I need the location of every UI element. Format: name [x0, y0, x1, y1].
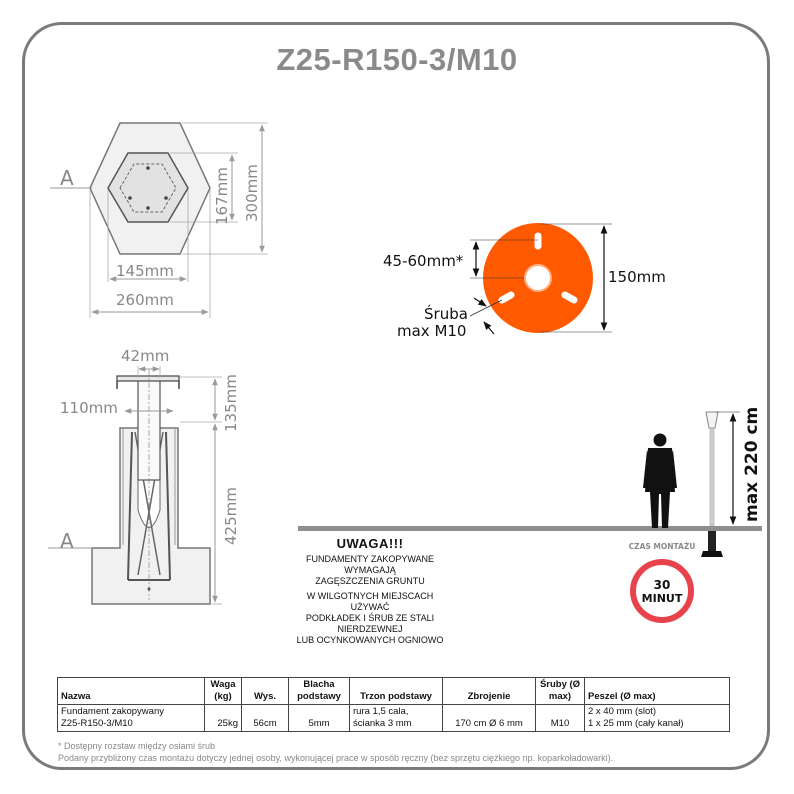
footnote: Podany przybliżony czas montażu dotyczy …: [58, 753, 614, 763]
dim-top-depth: 135mm: [222, 374, 240, 432]
col-header: Zbrojenie: [442, 677, 536, 705]
dim-tube-width: 42mm: [121, 347, 169, 365]
cell-shaft: rura 1,5 cala,ścianka 3 mm: [349, 704, 443, 732]
install-time-unit: MINUT: [642, 592, 683, 605]
cell-plate: 5mm: [288, 704, 350, 732]
warning-line: W WILGOTNYCH MIEJSCACH UŻYWAĆ: [306, 591, 434, 612]
page-frame: [22, 22, 770, 770]
dim-outer-width: 260mm: [116, 291, 174, 309]
footnote: * Dostępny rozstaw między osiami śrub: [58, 741, 216, 751]
inner-hexagon: [107, 152, 189, 223]
base-plate-detail: 45-60mm* 150mm Śruba max M10: [383, 223, 666, 340]
table-header-row: Nazwa Waga (kg) Wys. Blacha podstawy Trz…: [57, 677, 730, 705]
col-header: Nazwa: [57, 677, 205, 705]
dim-slot-spacing: 45-60mm*: [383, 252, 464, 270]
slot: [498, 291, 515, 304]
section-label: A: [60, 529, 74, 553]
col-header: Waga (kg): [204, 677, 242, 705]
col-header: Blacha podstawy: [288, 677, 350, 705]
warning-line: PODKŁADEK I ŚRUB ZE STALI NIERDZEWNEJ: [305, 613, 435, 634]
warning-title: UWAGA!!!: [336, 536, 404, 551]
bolt-label-line1: Śruba: [424, 304, 468, 323]
dim-total-depth: 425mm: [222, 487, 240, 545]
install-time-ring: [630, 559, 694, 623]
bolt-hole: [164, 196, 168, 200]
spec-table: Nazwa Waga (kg) Wys. Blacha podstawy Trz…: [57, 677, 730, 732]
plan-view: A 167mm 300mm 145mm 260mm: [50, 122, 268, 318]
lamp-head: [705, 411, 719, 429]
cell-height: 56cm: [241, 704, 289, 732]
base-plate-outline: [119, 163, 177, 213]
warning-line: FUNDAMENTY ZAKOPYWANE WYMAGAJĄ: [305, 554, 434, 575]
center-hole: [524, 264, 552, 292]
cell-bolts: M10: [535, 704, 585, 732]
install-time-value: 30: [654, 578, 671, 592]
cell-conduit: 2 x 40 mm (slot)1 x 25 mm (cały kanał): [584, 704, 730, 732]
lamp-foundation: [708, 531, 716, 551]
bolt-hole: [146, 206, 150, 210]
col-header: Wys.: [241, 677, 289, 705]
base-plate: [116, 375, 180, 382]
slot: [561, 291, 578, 304]
col-header: Śruby (Ø max): [535, 677, 585, 705]
lamp-pole: [709, 427, 715, 527]
bolt-hole: [128, 196, 132, 200]
cell-weight: 25kg: [204, 704, 242, 732]
installation-scene: max 220 cm CZAS MONTAŻU 30 MINUT: [298, 407, 762, 623]
dim-inner-height: 167mm: [213, 167, 231, 225]
dim-outer-height: 300mm: [243, 164, 261, 222]
person-silhouette: [643, 433, 677, 528]
ground-line: [298, 526, 762, 531]
warning-line: LUB OCYNKOWANYCH OGNIOWO: [296, 635, 444, 645]
product-title: Z25-R150-3/M10: [276, 42, 518, 77]
bolt-label-line2: max M10: [397, 322, 466, 340]
install-label: CZAS MONTAŻU: [629, 542, 696, 551]
bolt-hole: [146, 166, 150, 170]
dim-plate-diameter: 150mm: [608, 268, 666, 286]
dim-inner-width: 110mm: [60, 399, 118, 417]
height-label: max 220 cm: [742, 407, 762, 522]
section-label: A: [60, 166, 74, 190]
warning-box: UWAGA!!! FUNDAMENTY ZAKOPYWANE WYMAGAJĄ …: [290, 536, 450, 646]
dim-inner-width: 145mm: [116, 262, 174, 280]
cell-rebar: 170 cm Ø 6 mm: [442, 704, 536, 732]
warning-line: ZAGĘSZCZENIA GRUNTU: [315, 576, 425, 586]
col-header: Trzon podstawy: [349, 677, 443, 705]
col-header: Peszel (Ø max): [584, 677, 730, 705]
section-view: A 42mm 110mm 135mm 425mm: [48, 347, 240, 605]
